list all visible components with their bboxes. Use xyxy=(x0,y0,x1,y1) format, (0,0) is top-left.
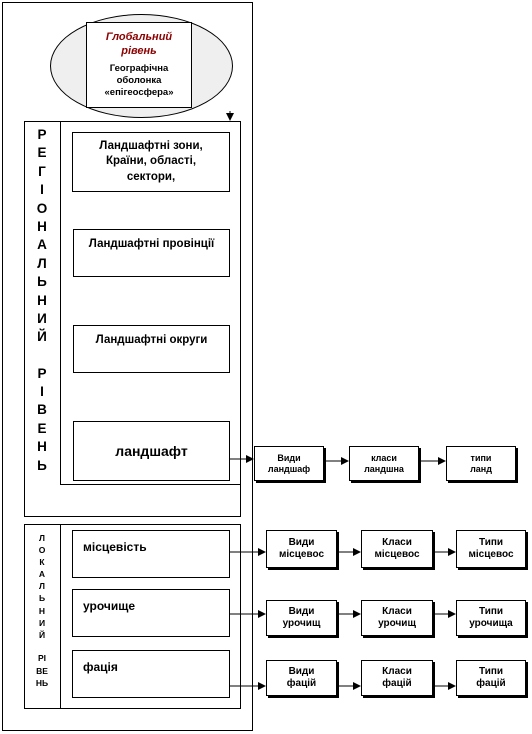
landscape-districts-box: Ландшафтні округи xyxy=(73,325,230,373)
regional-bottom-line xyxy=(60,484,241,485)
facies-box: фація xyxy=(72,650,230,698)
landscape-box: ландшафт xyxy=(73,421,230,481)
global-level-box: Глобальний рівень Географічна оболонка «… xyxy=(86,22,192,108)
regional-level-vertical-label: Р Е Г І О Н А Л Ь Н И Й Р І В Е Н Ь xyxy=(36,127,48,473)
global-level-label: Глобальний рівень xyxy=(105,31,173,58)
landscape-provinces-box: Ландшафтні провінції xyxy=(73,229,230,277)
regional-divider xyxy=(60,121,61,484)
local-level-vertical-label: Л О К А Л Ь Н И Й РІ ВЕ НЬ xyxy=(35,533,49,688)
geographic-envelope-label: Географічна оболонка «епігеосфера» xyxy=(104,62,174,98)
tract-box: урочище xyxy=(72,589,230,637)
local-divider xyxy=(60,524,61,709)
locality-box: місцевість xyxy=(72,530,230,578)
landscape-zones-box: Ландшафтні зони, Країни, області, сектор… xyxy=(72,132,230,192)
